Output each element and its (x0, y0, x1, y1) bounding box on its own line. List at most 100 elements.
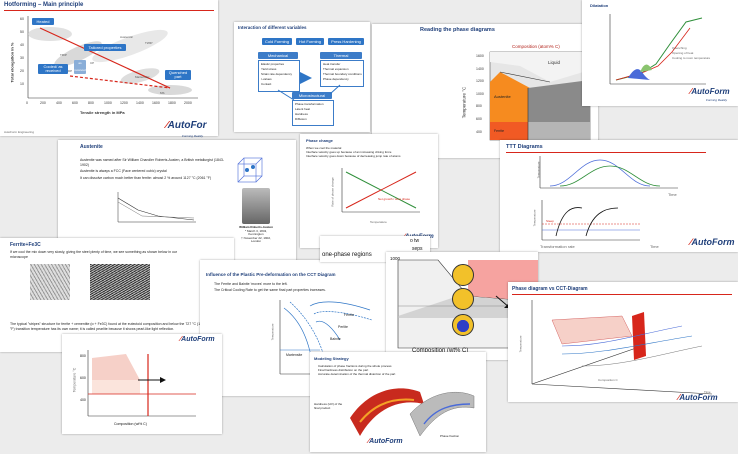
slide-title: Austenite (80, 144, 103, 150)
phase-label: Ferrite (344, 313, 354, 317)
list-item: Thermal expansion (323, 67, 349, 71)
y-ticks: 60 50 40 30 20 10 (20, 17, 24, 86)
caption-line: William Roberts-Austen (239, 225, 273, 229)
ttt-upper-chart (539, 156, 678, 189)
y-axis-label: Temperature °C (461, 86, 467, 119)
title-underline (506, 152, 706, 153)
logo-text: Auto (691, 237, 713, 247)
text-line: Interface velocity goes up because of an… (306, 150, 392, 154)
x-tick: 1200 (120, 101, 128, 105)
slide-phase-diagrams[interactable]: Reading the phase diagrams Composition (… (372, 24, 598, 158)
note: Cooling to room temperature (672, 56, 711, 60)
micro-circle-3 (452, 314, 474, 336)
axis-label: Transformation rate (540, 244, 575, 249)
y-tick: 20 (20, 69, 24, 73)
phase-label: Ferrite (494, 129, 504, 133)
list-item: Yield stress (261, 67, 277, 71)
y-axis-label: Rate of phase change (330, 177, 335, 207)
title-underline (512, 294, 732, 295)
y-axis-label: Temperature (270, 323, 275, 341)
bullet: Calculation of phase fractions during th… (318, 364, 392, 368)
y-tick: 1200 (476, 79, 484, 84)
x-tick: 0 (26, 101, 28, 105)
axis-label: Time (650, 244, 659, 249)
slide-phase-vs-cct[interactable]: Phase diagram vs CCT-Diagram Temperature… (508, 282, 738, 402)
slide-dilatation[interactable]: Dilatation Quenching Opening of heat Coo… (582, 0, 738, 106)
slide-modeling-strategy[interactable]: Modeling Strategy Calculation of phase f… (310, 352, 486, 452)
y-axis-label: Temperature °C (72, 367, 77, 393)
slide-composition-phases[interactable]: 1000 Composition (wt% C) (386, 252, 538, 360)
region-label: TWIP (145, 41, 153, 45)
slide-interaction[interactable]: Interaction of different variables Cold … (234, 22, 370, 132)
caption-line: London (250, 239, 261, 244)
slide-title: TTT Diagrams (506, 144, 543, 150)
slide-ferrite-fe3c[interactable]: Ferrite+Fe3C If we cool the mix down ver… (0, 238, 234, 352)
slide-title: Phase diagram vs CCT-Diagram (512, 286, 588, 292)
hotforming-chart: 0 200 400 600 800 1000 1200 1400 1600 18… (20, 16, 198, 105)
bullet: The Ferrite and Bainite 'moves' more to … (214, 282, 288, 286)
y-tick: 800 (80, 354, 86, 358)
dilatation-chart (609, 14, 706, 85)
slide-title: Reading the phase diagrams (420, 27, 495, 33)
logo-mark: ⁄ (180, 336, 182, 343)
arrows (277, 72, 341, 101)
x-axis-label: Composition (wt% C) (114, 422, 147, 426)
x-tick: 800 (88, 101, 94, 105)
part-images (350, 388, 475, 437)
y-tick: 600 (476, 116, 482, 121)
logo-text: AutoFor (167, 120, 207, 131)
y-tick: 400 (80, 398, 86, 402)
region-label: Austenitic (120, 35, 134, 39)
x-axis-label: Tensile strength in MPa (80, 110, 125, 115)
caption-line: * March 3, 1843, (244, 228, 267, 233)
y-tick: 800 (476, 104, 482, 109)
bullet: Accurate determination of the thermal di… (318, 372, 396, 376)
fcc-crystal-icon (237, 157, 263, 183)
slide-phase-change[interactable]: Phase change When we cool the material I… (300, 134, 438, 248)
logo-tagline: Forming Reality (706, 98, 728, 102)
logo-text: Auto (369, 438, 386, 445)
micro-circle-2 (452, 288, 474, 310)
logo-text: Auto (181, 336, 198, 343)
y-tick: 10 (20, 82, 24, 86)
list-item: Heat transfer (323, 62, 341, 66)
logo-mark: ⁄ (166, 120, 168, 131)
y-tick: 1600 (476, 54, 484, 58)
logo-text: Form (197, 336, 215, 343)
axis-label: Time (704, 390, 711, 394)
x-tick: 600 (72, 101, 78, 105)
slide-hotforming[interactable]: Hotforming – Main principle 0 200 400 60… (0, 0, 218, 136)
bullet: Austenite is always a FCC (Face centered… (80, 169, 167, 173)
region-label: DP (68, 69, 72, 73)
bullet: Final hardness distribution on the part (318, 368, 369, 372)
phase-label: Austenite (494, 94, 511, 99)
microstructural-list: Phase transformation Latent heat Hardnes… (292, 100, 334, 126)
logo-mark: ⁄ (368, 438, 370, 445)
logo-text: Form (697, 393, 718, 402)
press-hardening-header: Press Hardening (328, 38, 364, 45)
slide-small-phase[interactable]: Temperature °C 800 600 400 Composition (… (62, 334, 222, 434)
caption: The typical "stripes" structure for ferr… (10, 322, 206, 331)
slide-ttt-diagrams[interactable]: TTT Diagrams Temperature Time Steep Temp… (500, 140, 738, 252)
micrograph-left (30, 264, 70, 300)
axis-label: Temperature (532, 209, 537, 227)
bullet: The Critical Cooling Rate to get the sam… (214, 288, 326, 292)
x-tick: 400 (56, 101, 62, 105)
y-tick: 40 (20, 43, 24, 47)
tailored-box: Tailored properties (84, 44, 126, 51)
logo-text: Form (709, 87, 730, 96)
list-item: Strain rate dependency (261, 72, 293, 76)
x-tick: 1400 (136, 101, 144, 105)
logo-text: Form (385, 438, 403, 445)
y-tick: 400 (476, 129, 482, 134)
title-underline (4, 10, 214, 11)
slide-title: Influence of the Plastic Pre-deformation… (206, 272, 336, 277)
cold-forming-header: Cold Forming (262, 38, 292, 45)
bullet: Austenite was named after Sir William Ch… (80, 158, 224, 167)
list-item: Latent heat (295, 107, 311, 111)
slide-fragment[interactable]: o tw seps one-phase regions (320, 236, 430, 262)
list-item: Diffusion (295, 117, 307, 121)
slide-title: Modeling Strategy (314, 356, 349, 361)
y-tick: 1000 (390, 256, 401, 261)
x-tick: 200 (40, 101, 46, 105)
